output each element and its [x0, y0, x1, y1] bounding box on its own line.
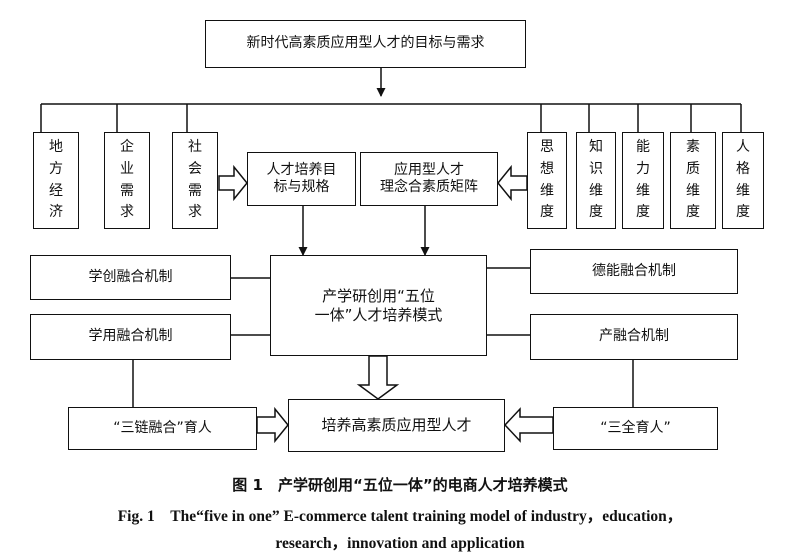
- dimension-box-quality: 素质维度: [670, 132, 716, 229]
- need-box-enterprise: 企业需求: [104, 132, 150, 229]
- xuechuang-mechanism-label: 学创融合机制: [88, 268, 173, 285]
- deneng-mechanism-box: 德能融合机制: [530, 249, 738, 294]
- model-to-result-hollow-arrow: [356, 355, 400, 400]
- chanrong-mechanism-label: 产融合机制: [599, 328, 669, 345]
- sanlian-label: “三链融合”育人: [113, 419, 212, 436]
- figure-caption-english-line1: Fig. 1 The“five in one” E-commerce talen…: [117, 508, 683, 525]
- result-label: 培养高素质应用型人才: [321, 416, 472, 435]
- dimension-label-ability: 能力维度: [636, 139, 650, 221]
- dimension-label-knowledge: 知识维度: [589, 139, 603, 221]
- center-model-label: 产学研创用“五位 一体”人才培养模式: [314, 286, 443, 324]
- training-goal-label: 人才培养目 标与规格: [266, 161, 337, 196]
- dimension-box-thought: 思想维度: [527, 132, 567, 229]
- need-label-local-economy: 地方经济: [49, 139, 63, 221]
- top-goal-box: 新时代高素质应用型人才的目标与需求: [205, 20, 526, 68]
- xueyong-mechanism-box: 学用融合机制: [30, 314, 231, 360]
- top-goal-label: 新时代高素质应用型人才的目标与需求: [246, 35, 485, 52]
- dimension-label-thought: 思想维度: [540, 139, 554, 221]
- figure-caption-chinese: 图 1 产学研创用“五位一体”的电商人才培养模式: [232, 476, 568, 494]
- applied-matrix-label: 应用型人才 理念合素质矩阵: [380, 161, 478, 196]
- sanquan-to-result-hollow-arrow: [503, 407, 554, 443]
- sanlian-to-result-hollow-arrow: [256, 406, 289, 444]
- sanquan-box: “三全育人”: [553, 407, 718, 450]
- result-box: 培养高素质应用型人才: [288, 399, 505, 452]
- dimensions-to-matrix-hollow-arrow: [497, 164, 528, 202]
- chanrong-mechanism-box: 产融合机制: [530, 314, 738, 360]
- social-to-goal-hollow-arrow: [218, 164, 248, 202]
- deneng-mechanism-label: 德能融合机制: [592, 262, 676, 279]
- sanlian-box: “三链融合”育人: [68, 407, 257, 450]
- figure-caption-english-line2: research，innovation and application: [275, 535, 525, 552]
- need-box-local-economy: 地方经济: [33, 132, 79, 229]
- dimension-label-personality: 人格维度: [736, 139, 750, 221]
- training-goal-box: 人才培养目 标与规格: [247, 152, 356, 206]
- need-label-society: 社会需求: [188, 139, 202, 221]
- center-model-box: 产学研创用“五位 一体”人才培养模式: [270, 255, 487, 356]
- xuechuang-mechanism-box: 学创融合机制: [30, 255, 231, 300]
- applied-matrix-box: 应用型人才 理念合素质矩阵: [360, 152, 498, 206]
- dimension-box-ability: 能力维度: [622, 132, 664, 229]
- need-label-enterprise: 企业需求: [120, 139, 134, 221]
- dimension-label-quality: 素质维度: [686, 139, 700, 221]
- xueyong-mechanism-label: 学用融合机制: [88, 328, 173, 345]
- need-box-society: 社会需求: [172, 132, 218, 229]
- dimension-box-personality: 人格维度: [722, 132, 764, 229]
- dimension-box-knowledge: 知识维度: [576, 132, 616, 229]
- sanquan-label: “三全育人”: [600, 419, 671, 436]
